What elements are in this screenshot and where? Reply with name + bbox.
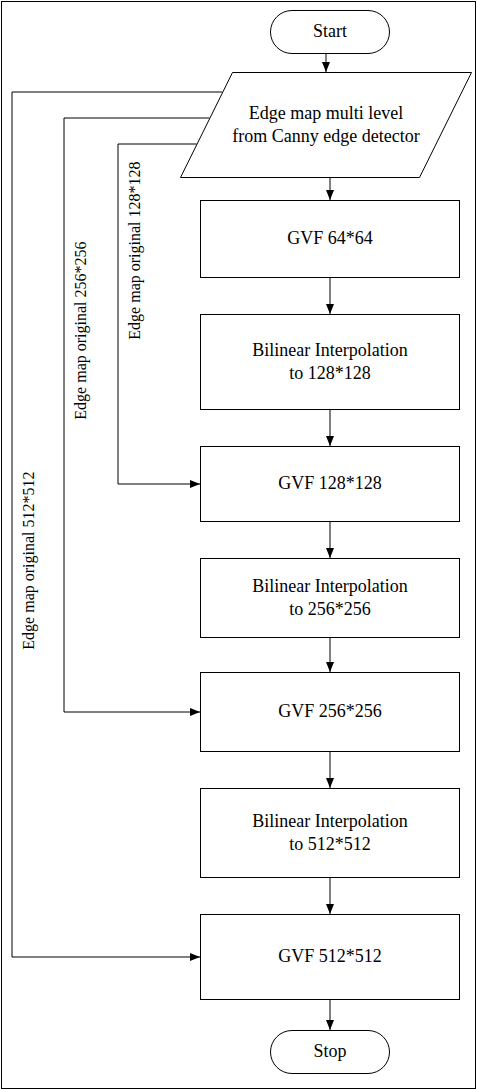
process-box: GVF 512*512 bbox=[200, 914, 460, 1000]
node-text: GVF 128*128 bbox=[278, 472, 382, 495]
flow-arrow bbox=[330, 278, 331, 314]
terminal: Start bbox=[270, 10, 390, 54]
terminal: Stop bbox=[270, 1030, 390, 1074]
process-box: GVF 128*128 bbox=[200, 446, 460, 522]
flow-arrow bbox=[118, 144, 200, 484]
flow-arrow bbox=[330, 522, 331, 558]
process-box: Bilinear Interpolation to 512*512 bbox=[200, 788, 460, 878]
process-box: Bilinear Interpolation to 256*256 bbox=[200, 558, 460, 638]
node-text: Stop bbox=[313, 1040, 346, 1063]
flow-arrow bbox=[330, 178, 331, 200]
process-box: GVF 256*256 bbox=[200, 672, 460, 752]
flow-arrow bbox=[330, 752, 331, 788]
process-box: GVF 64*64 bbox=[200, 200, 460, 278]
node-text: GVF 256*256 bbox=[278, 700, 382, 723]
node-text: GVF 64*64 bbox=[287, 227, 373, 250]
node-text: Start bbox=[313, 20, 347, 43]
edge-label: Edge map original 256*256 bbox=[70, 241, 89, 419]
flow-arrow bbox=[330, 1000, 331, 1030]
parallelogram-outline bbox=[180, 72, 472, 178]
node-text: Bilinear Interpolation to 256*256 bbox=[248, 575, 413, 622]
edge-label: Edge map original 128*128 bbox=[124, 161, 143, 339]
node-text: GVF 512*512 bbox=[278, 945, 382, 968]
process-box: Bilinear Interpolation to 128*128 bbox=[200, 314, 460, 410]
flow-arrow bbox=[330, 410, 331, 446]
parallelogram-shape bbox=[181, 73, 472, 178]
input-parallelogram: Edge map multi level from Canny edge det… bbox=[180, 72, 472, 178]
node-text: Edge map multi level from Canny edge det… bbox=[231, 102, 422, 149]
flow-arrow bbox=[330, 878, 331, 914]
flow-arrow bbox=[64, 118, 209, 712]
flow-arrow bbox=[12, 92, 222, 957]
flow-arrow bbox=[326, 54, 327, 72]
node-text: Bilinear Interpolation to 512*512 bbox=[248, 810, 413, 857]
node-text: Bilinear Interpolation to 128*128 bbox=[248, 339, 413, 386]
edge-label: Edge map original 512*512 bbox=[18, 471, 37, 649]
flow-arrow bbox=[330, 638, 331, 672]
